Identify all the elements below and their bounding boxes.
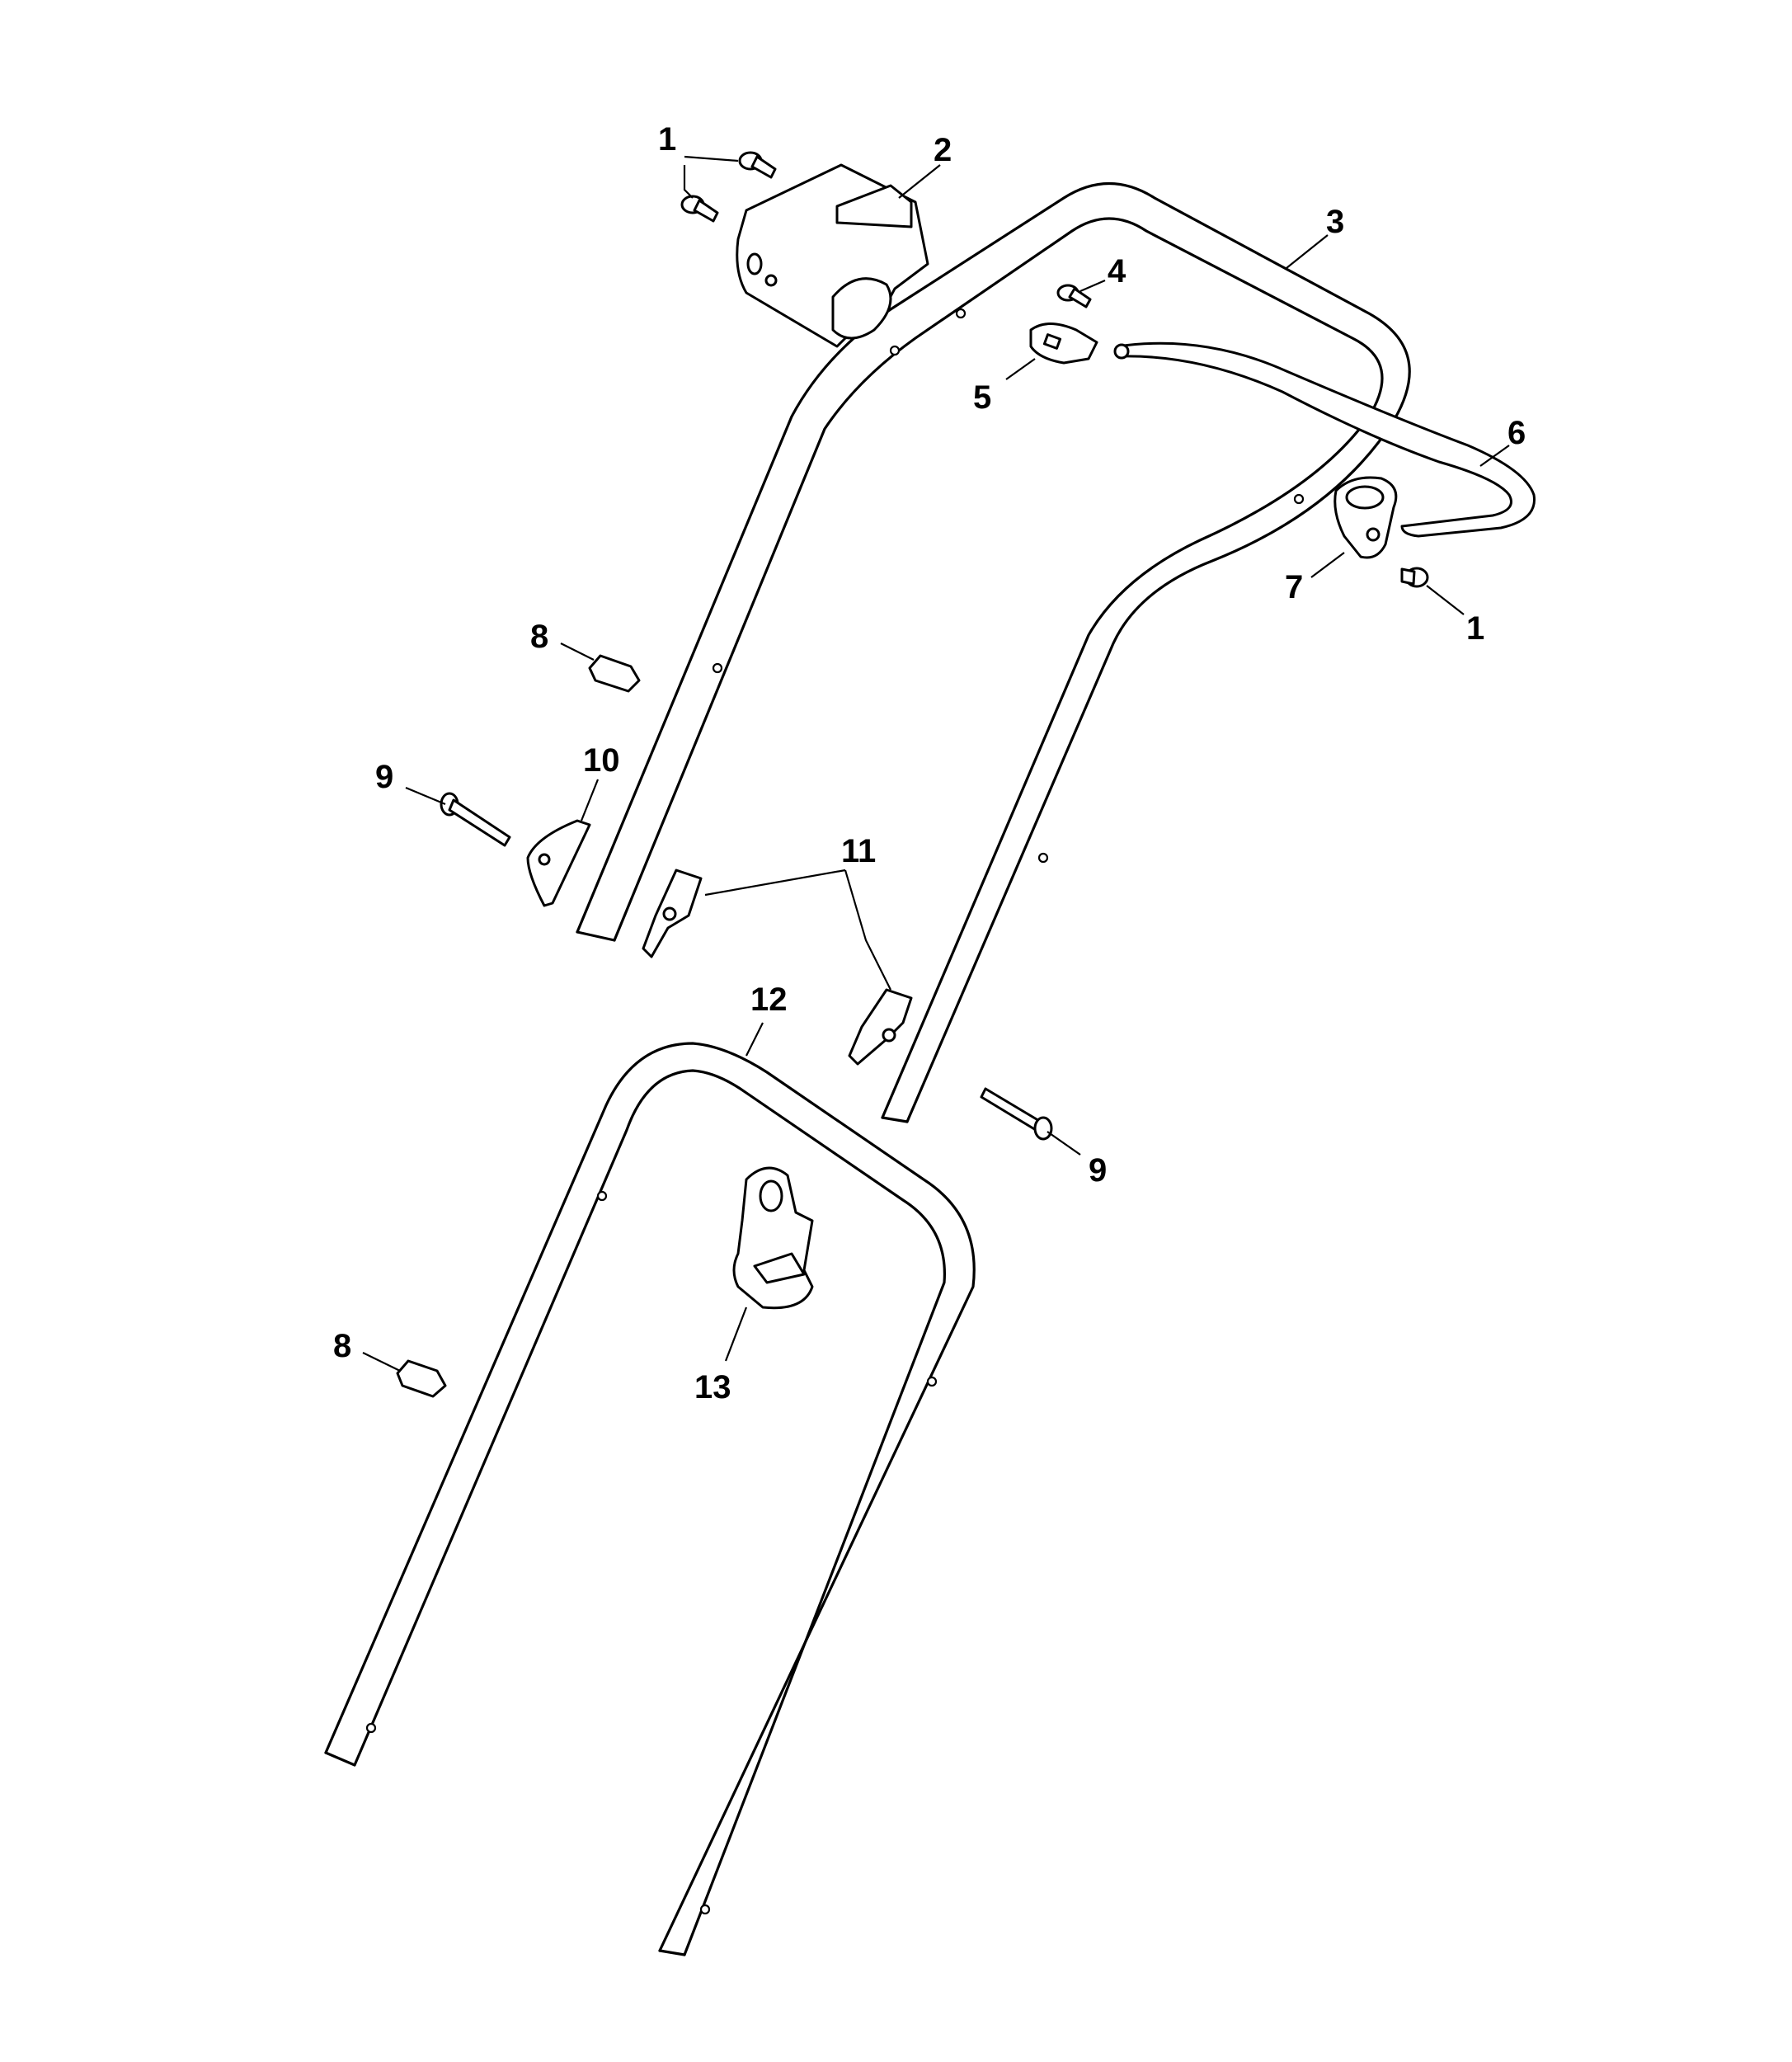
leader-lines [362,155,1510,1372]
callout-5: 5 [973,379,991,416]
callout-6: 6 [1507,415,1526,451]
callout-4: 4 [1108,253,1126,290]
callout-1-right: 1 [1466,610,1484,647]
plug-part-8-upper [588,654,641,693]
callout-13: 13 [694,1369,731,1405]
cable-clip-part-5 [1029,322,1098,365]
callout-labels: 1 2 3 4 5 6 7 1 8 9 10 11 12 9 13 8 [333,121,1526,1405]
bolt-part-9-left [440,792,511,847]
plug-part-8-lower [396,1359,447,1398]
screw-part-4 [1056,284,1092,308]
callout-2: 2 [934,132,952,168]
wing-nut-part-11-b [848,988,913,1066]
screw-part-1-c [1400,567,1429,588]
cable-hook-part-13 [732,1166,814,1310]
screw-part-1-a [738,151,777,179]
bolt-part-9-right [980,1087,1053,1141]
callout-9-left: 9 [375,759,393,795]
callout-7: 7 [1285,569,1303,605]
callout-1-top: 1 [658,121,676,158]
callout-12: 12 [750,982,788,1018]
cable-guide-block-part-2 [736,163,929,348]
callout-3: 3 [1326,204,1344,240]
callout-8-lower: 8 [333,1328,351,1364]
bracket-part-10 [526,819,591,907]
control-rod-part-6 [1113,341,1536,538]
callout-9-right: 9 [1089,1152,1107,1189]
lower-handle-part-12 [324,1042,976,1956]
upper-handle-part-3 [576,181,1411,1123]
callout-11: 11 [841,833,876,869]
callout-10: 10 [583,742,620,779]
wing-nut-part-11-a [642,869,703,958]
callout-8-upper: 8 [530,619,548,655]
rod-clamp-part-7 [1333,476,1398,559]
screw-part-1-b [680,195,719,223]
